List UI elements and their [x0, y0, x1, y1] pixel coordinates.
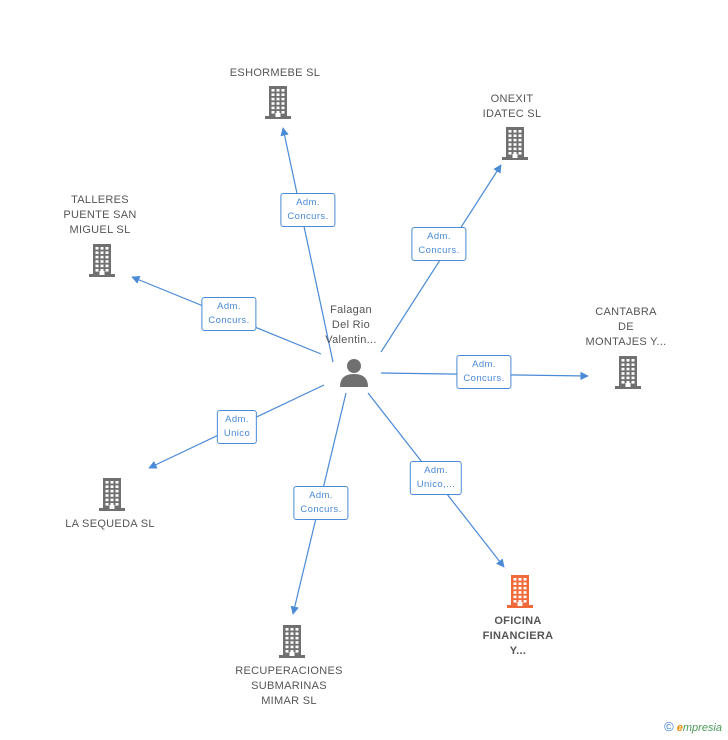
edge-eshormebe: [280, 127, 334, 363]
building-icon: [507, 575, 533, 608]
edge-label-oficina-line: Adm.: [424, 465, 448, 476]
edge-label-eshormebe-line: Adm.: [296, 197, 320, 208]
edge-label-cantabra-line: Adm.: [472, 359, 496, 370]
company-label-talleres-line: MIGUEL SL: [69, 224, 131, 236]
company-label-cantabra[interactable]: CANTABRA DE MONTAJES Y...: [586, 305, 667, 350]
edge-label-talleres-line: Adm.: [217, 301, 241, 312]
company-label-recuperaciones[interactable]: RECUPERACIONES SUBMARINAS MIMAR SL: [235, 664, 343, 709]
edge-label-talleres[interactable]: Adm. Concurs.: [201, 297, 257, 331]
company-label-eshormebe-line: ESHORMEBE SL: [229, 67, 321, 79]
edge-label-sequeda-line: Adm.: [225, 414, 249, 425]
edge-label-recuperaciones-line: Adm.: [309, 490, 333, 501]
center-person-label-line: Del Rio: [331, 319, 371, 331]
company-label-talleres[interactable]: TALLERES PUENTE SAN MIGUEL SL: [63, 193, 136, 238]
company-label-cantabra-line: MONTAJES Y...: [585, 336, 667, 348]
edge-label-talleres-line: Concurs.: [208, 315, 250, 326]
company-node-oficina[interactable]: [506, 574, 534, 613]
company-node-cantabra[interactable]: [614, 355, 642, 394]
edge-label-cantabra[interactable]: Adm. Concurs.: [456, 355, 512, 389]
building-icon: [615, 356, 641, 389]
company-node-recuperaciones[interactable]: [278, 624, 306, 663]
company-label-oficina[interactable]: OFICINA FINANCIERA Y...: [483, 614, 554, 659]
brand-name: mpresia: [682, 722, 722, 734]
building-icon: [89, 244, 115, 277]
edge-label-oficina[interactable]: Adm. Unico,...: [409, 461, 463, 495]
company-label-cantabra-line: DE: [618, 321, 634, 333]
company-label-eshormebe[interactable]: ESHORMEBE SL: [230, 66, 320, 81]
company-label-onexit[interactable]: ONEXIT IDATEC SL: [483, 92, 542, 122]
brand-e: e: [676, 722, 683, 734]
company-label-talleres-line: TALLERES: [71, 194, 129, 206]
building-icon: [265, 86, 291, 119]
company-label-recuperaciones-line: SUBMARINAS: [251, 680, 327, 692]
edge-label-recuperaciones-line: Concurs.: [300, 504, 342, 515]
company-label-sequeda[interactable]: LA SEQUEDA SL: [65, 517, 155, 532]
company-label-recuperaciones-line: MIMAR SL: [261, 695, 317, 707]
edge-label-eshormebe[interactable]: Adm. Concurs.: [280, 193, 336, 227]
company-label-onexit-line: IDATEC SL: [482, 108, 542, 120]
edge-label-eshormebe-line: Concurs.: [287, 211, 329, 222]
company-label-talleres-line: PUENTE SAN: [63, 209, 137, 221]
company-label-oficina-line: Y...: [509, 645, 527, 657]
center-person-label-line: Falagan: [330, 304, 372, 316]
company-node-talleres[interactable]: [88, 243, 116, 282]
edge-label-recuperaciones[interactable]: Adm. Concurs.: [293, 486, 349, 520]
edge-label-sequeda[interactable]: Adm. Unico: [216, 410, 258, 444]
company-label-sequeda-line: LA SEQUEDA SL: [65, 518, 155, 530]
center-person-label-line: Valentin...: [325, 334, 377, 346]
company-node-eshormebe[interactable]: [264, 85, 292, 124]
empresia-brand: ©empresia: [664, 719, 722, 734]
company-label-recuperaciones-line: RECUPERACIONES: [235, 665, 343, 677]
center-person-node[interactable]: [339, 357, 369, 392]
edge-label-onexit-line: Adm.: [427, 231, 451, 242]
copyright-icon: ©: [664, 719, 674, 734]
company-node-sequeda[interactable]: [98, 477, 126, 516]
company-node-onexit[interactable]: [501, 126, 529, 165]
building-icon: [99, 478, 125, 511]
company-label-oficina-line: OFICINA: [494, 615, 542, 627]
company-label-onexit-line: ONEXIT: [490, 93, 534, 105]
company-label-oficina-line: FINANCIERA: [482, 630, 554, 642]
person-icon: [340, 359, 368, 387]
edge-label-onexit-line: Concurs.: [418, 245, 460, 256]
edge-label-onexit[interactable]: Adm. Concurs.: [411, 227, 467, 261]
edge-label-oficina-line: Unico,...: [416, 479, 456, 490]
edge-label-cantabra-line: Concurs.: [463, 373, 505, 384]
company-label-cantabra-line: CANTABRA: [595, 306, 657, 318]
building-icon: [502, 127, 528, 160]
edge-label-sequeda-line: Unico: [223, 428, 251, 439]
building-icon: [279, 625, 305, 658]
